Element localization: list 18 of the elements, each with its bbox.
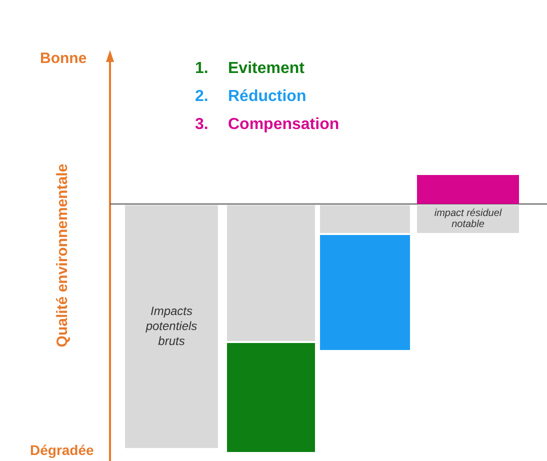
bar-block — [417, 175, 519, 204]
list-item: Réduction — [228, 88, 306, 106]
bar-label: impact résiduel notable — [433, 208, 503, 230]
list-number: 1. — [195, 60, 208, 78]
bar-block — [227, 343, 315, 452]
bar-block — [227, 205, 315, 341]
list-number: 2. — [195, 88, 208, 106]
axis-title: Qualité environnementale — [54, 163, 71, 347]
bar-block — [320, 205, 410, 233]
impact-bar — [125, 205, 218, 448]
list-item: Compensation — [228, 116, 340, 134]
list-item: Evitement — [228, 60, 304, 78]
bar-label: Impacts potentiels bruts — [144, 304, 198, 349]
list-number: 3. — [195, 116, 208, 134]
bar-block — [320, 235, 410, 350]
impact-bar — [417, 205, 519, 233]
axis-label: Bonne — [40, 50, 87, 67]
axis-label: Dégradée — [30, 442, 94, 458]
